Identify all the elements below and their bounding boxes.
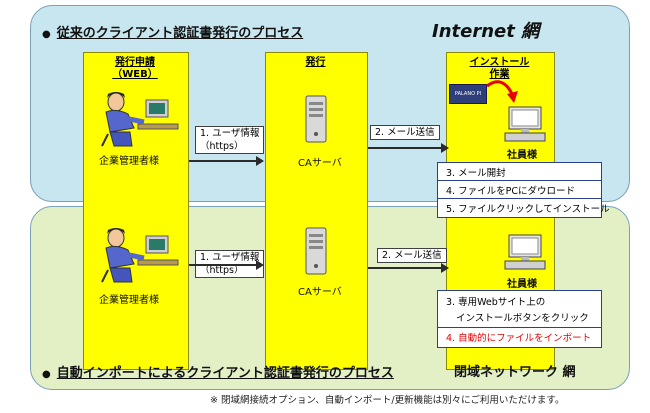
arrow-ca-to-employee-bottom [368,263,449,273]
employee-label-bottom: 社員様 [507,279,537,290]
footnote: ※ 閉域網接続オプション、自動インポート/更新機能は別々にご利用いただけます。 [210,395,565,406]
col-title-issue: 発行 [305,57,326,68]
top-section-title: ●従来のクライアント認証書発行のプロセス [42,26,304,41]
ca-server-icon [305,95,327,143]
mail-send-message-bottom: 2. メール送信 [377,248,447,263]
mail-send-message-top: 2. メール送信 [370,125,440,140]
employee-pc-icon [504,106,546,142]
admin-label-top: 企業管理者様 [99,156,159,167]
arrow-admin-to-ca-top [189,156,264,166]
software-badge: PALANO PI [449,84,487,104]
arrow-ca-to-employee-top [368,143,449,153]
step-5-top: 5. ファイルクリックしてインストール [446,204,610,215]
col-title-install: インストール 作業 [469,57,530,80]
step-3-bottom-cont: インストールボタンをクリック [456,313,589,324]
closed-network-label: 閉域ネットワーク 網 [454,365,576,380]
step-3-top: 3. メール開封 [446,168,506,179]
user-info-message-top: 1. ユーザ情報 （https） [195,126,265,154]
ca-label-top: CAサーバ [298,158,342,169]
steps-box-bottom: 3. 専用Webサイト上の インストールボタンをクリック 4. 自動的にファイル… [437,290,602,348]
admin-label-bottom: 企業管理者様 [99,295,159,306]
employee-label-top: 社員様 [507,150,537,161]
step-4-bottom: 4. 自動的にファイルをインポート [446,333,592,344]
arrow-admin-to-ca-bottom [189,260,264,270]
step-4-top: 4. ファイルをPCにダウロード [446,186,575,197]
red-arrow-icon [486,80,518,103]
ca-server-icon [305,227,327,275]
admin-user-illustration [101,92,179,147]
admin-user-illustration [101,228,179,283]
column-issue [265,52,368,370]
step-3-bottom: 3. 専用Webサイト上の [446,297,546,308]
steps-box-top: 3. メール開封 4. ファイルをPCにダウロード 5. ファイルクリックしてイ… [437,162,610,218]
ca-label-bottom: CAサーバ [298,287,342,298]
col-title-apply: 発行申請 （WEB） [112,57,158,80]
employee-pc-icon [504,234,546,270]
bottom-section-title: ●自動インポートによるクライアント認証書発行のプロセス [42,366,394,381]
internet-network-label: Internet 網 [432,21,540,42]
column-apply [83,52,189,370]
